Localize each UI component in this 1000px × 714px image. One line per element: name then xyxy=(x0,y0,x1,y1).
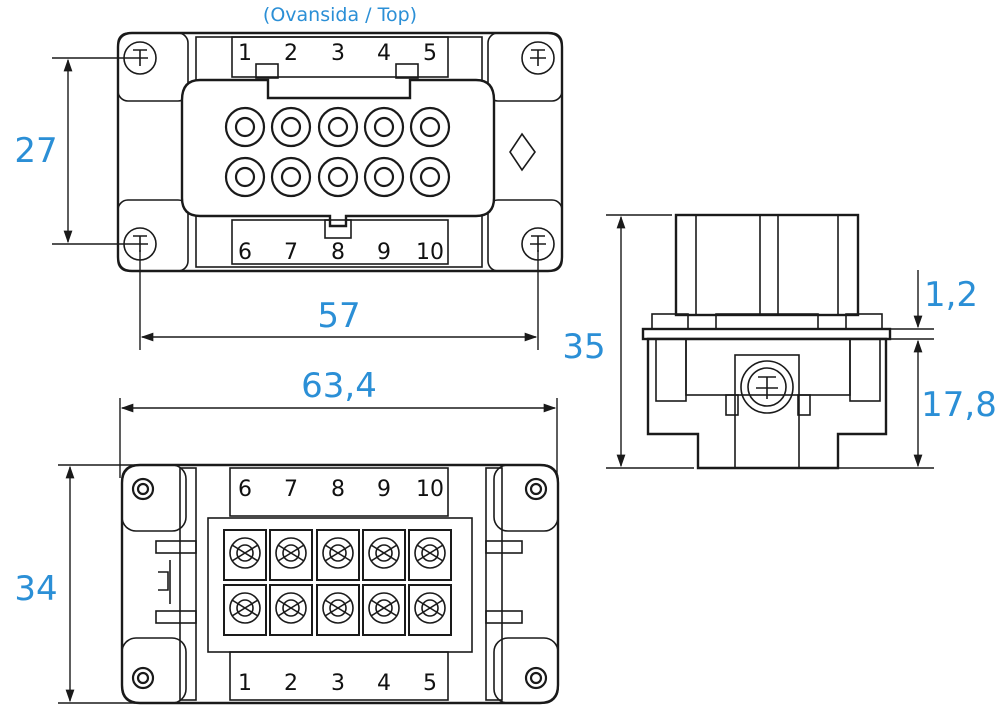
bottom-pin-number: 3 xyxy=(331,671,345,696)
contact-hole xyxy=(363,106,405,148)
bottom-pin-number: 9 xyxy=(377,477,391,502)
bottom-mount-hole-bottom-left xyxy=(131,666,155,690)
dim-35-text: 35 xyxy=(562,327,605,367)
bottom-clip-left-bottom xyxy=(155,610,197,624)
bottom-terminal-block xyxy=(207,517,473,653)
bottom-clip-right-bottom xyxy=(485,610,523,624)
side-flange xyxy=(641,327,892,341)
top-pin-number: 3 xyxy=(331,41,345,66)
top-view: (Ovansida / Top) xyxy=(14,4,564,350)
contact-hole xyxy=(363,156,405,198)
bottom-lug-bottom-left xyxy=(121,637,187,704)
top-pin-number: 1 xyxy=(238,41,252,66)
top-pin-number: 6 xyxy=(238,240,252,265)
contact-hole xyxy=(224,106,266,148)
coding-diamond-icon xyxy=(509,132,536,172)
top-pin-number: 7 xyxy=(284,240,298,265)
top-screw-top-right xyxy=(521,41,555,75)
bottom-lug-bottom-right xyxy=(493,637,559,704)
screw-terminal xyxy=(223,584,267,636)
contact-hole xyxy=(409,106,451,148)
side-view: 35 1,2 17,8 xyxy=(562,213,997,470)
side-screw-housing xyxy=(734,354,800,469)
bottom-latch-left xyxy=(158,560,171,604)
screw-terminal xyxy=(408,584,452,636)
top-pin-number: 4 xyxy=(377,41,391,66)
dim-27-text: 27 xyxy=(14,131,57,171)
side-screw-icon xyxy=(740,360,794,414)
bottom-view: 63,4 34 xyxy=(14,366,560,705)
top-lug-bottom-left xyxy=(117,199,189,272)
bottom-mount-hole-top-right xyxy=(524,477,548,501)
dim-17-8-text: 17,8 xyxy=(921,385,997,425)
screw-terminal xyxy=(269,584,313,636)
bottom-rail-left xyxy=(179,467,197,701)
side-tab-left xyxy=(725,394,739,416)
screw-terminal xyxy=(362,584,406,636)
screw-terminal xyxy=(223,529,267,581)
bottom-pin-number: 7 xyxy=(284,477,298,502)
top-pin-number: 5 xyxy=(423,41,437,66)
side-flange-center xyxy=(715,313,819,330)
bottom-pin-number: 4 xyxy=(377,671,391,696)
contact-hole xyxy=(317,106,359,148)
side-flange-lip-right xyxy=(845,313,883,330)
top-pin-number: 9 xyxy=(377,240,391,265)
bottom-mount-hole-top-left xyxy=(131,477,155,501)
bottom-lug-top-left xyxy=(121,464,187,532)
bottom-label-strip-top xyxy=(229,467,449,517)
top-key-right xyxy=(395,63,419,79)
top-pin-number: 2 xyxy=(284,41,298,66)
top-lug-top-right xyxy=(487,32,563,102)
screw-terminal xyxy=(269,529,313,581)
top-pin-number: 10 xyxy=(416,240,444,265)
contact-hole xyxy=(270,106,312,148)
side-upper-rib xyxy=(759,214,779,316)
contact-hole xyxy=(224,156,266,198)
bottom-clip-right-top xyxy=(485,540,523,554)
bottom-rail-right xyxy=(485,467,503,701)
bottom-clip-left-top xyxy=(155,540,197,554)
top-lug-bottom-right xyxy=(487,199,563,272)
top-lug-top-left xyxy=(117,32,189,102)
bottom-pin-number: 5 xyxy=(423,671,437,696)
bottom-lug-top-right xyxy=(493,464,559,532)
side-flange-lip-left xyxy=(651,313,689,330)
top-view-label: (Ovansida / Top) xyxy=(263,4,417,26)
bottom-screw-terminals xyxy=(223,529,452,636)
dim-57-text: 57 xyxy=(317,296,360,336)
side-upper-body xyxy=(674,213,860,317)
screw-terminal xyxy=(408,529,452,581)
dim-34-text: 34 xyxy=(14,569,57,609)
dim-1-2-text: 1,2 xyxy=(924,275,978,315)
screw-terminal xyxy=(362,529,406,581)
top-key-bottom xyxy=(324,219,352,239)
side-lower-center xyxy=(685,338,851,396)
top-pin-number: 8 xyxy=(331,240,345,265)
top-contact-holes xyxy=(224,106,451,198)
dim-63-4-text: 63,4 xyxy=(301,366,377,406)
contact-hole xyxy=(317,156,359,198)
contact-hole xyxy=(409,156,451,198)
bottom-pin-number: 1 xyxy=(238,671,252,696)
top-label-strip-top xyxy=(231,36,449,78)
bottom-pin-number: 2 xyxy=(284,671,298,696)
bottom-mount-hole-bottom-right xyxy=(524,666,548,690)
screw-terminal xyxy=(316,529,360,581)
bottom-pin-number: 10 xyxy=(416,477,444,502)
contact-hole xyxy=(270,156,312,198)
bottom-pin-number: 8 xyxy=(331,477,345,502)
screw-terminal xyxy=(316,584,360,636)
top-insert-body xyxy=(180,78,496,228)
bottom-pin-number: 6 xyxy=(238,477,252,502)
top-key-left xyxy=(255,63,279,79)
side-tab-right xyxy=(797,394,811,416)
